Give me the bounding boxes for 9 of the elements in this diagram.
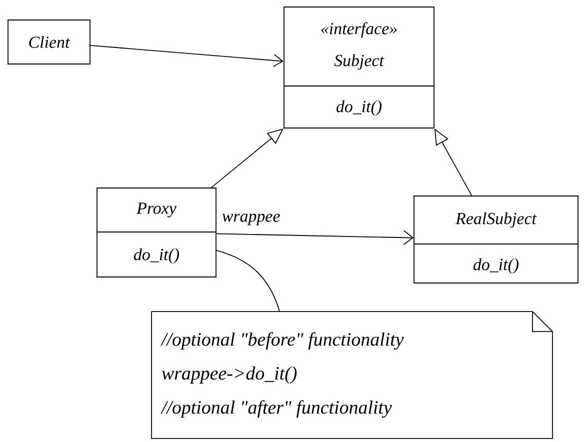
arrow <box>90 44 284 67</box>
class-box: Client <box>8 20 90 64</box>
arrow <box>216 230 414 246</box>
edge-label: wrappee <box>220 212 282 226</box>
note-box: //optional "before" functionality wrappee->do_it() //optional "after" functionality <box>151 311 553 439</box>
class-box: Proxy do_it() <box>96 188 216 278</box>
class-box: RealSubject do_it() <box>414 196 578 284</box>
class-box: «interface» Subject do_it() <box>284 6 434 128</box>
leader-line <box>216 250 280 312</box>
